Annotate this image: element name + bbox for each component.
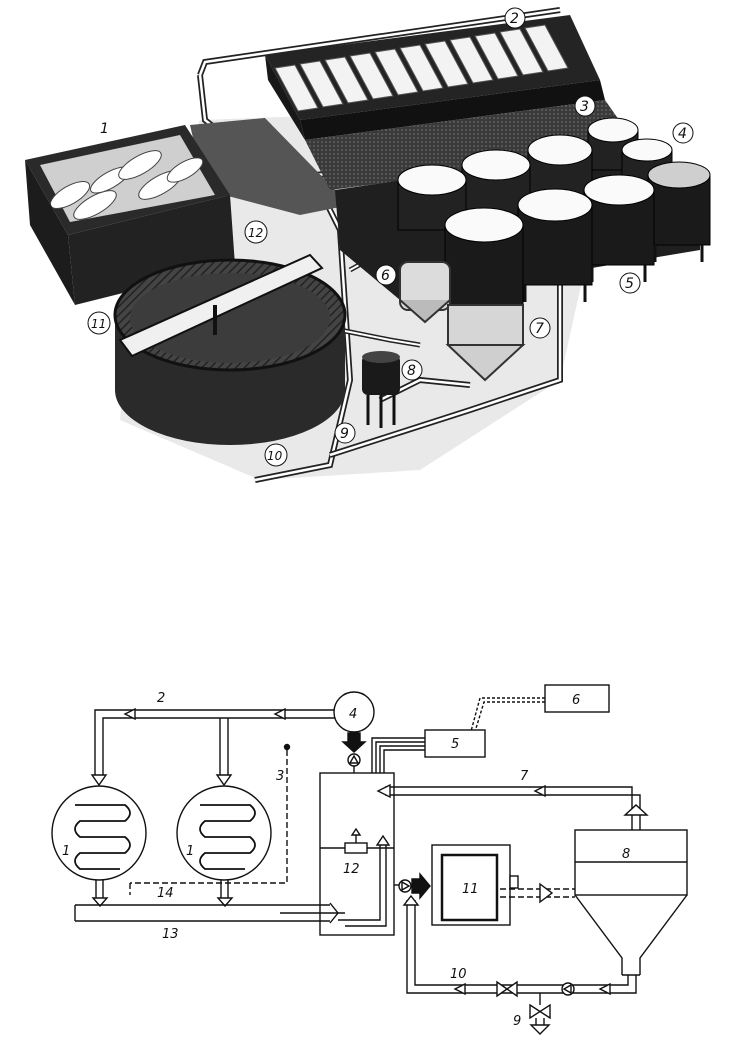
pipe-7: [378, 785, 647, 830]
label-11: 11: [462, 882, 479, 897]
label-8: 8: [622, 847, 630, 862]
callout-6: 6: [381, 268, 390, 284]
plant-schematic-diagram: 1 1 2 3 4 5 6 7 8 9 10 11 12 13 14: [0, 660, 735, 1041]
label-9: 9: [513, 1014, 521, 1029]
unit-8-hopper: [575, 830, 687, 975]
label-14: 14: [157, 886, 174, 901]
label-10: 10: [450, 967, 467, 982]
feed-tank-to-11: [394, 874, 430, 898]
callout-5: 5: [625, 276, 634, 292]
label-12: 12: [343, 862, 360, 877]
label-4: 4: [349, 707, 357, 722]
callout-3: 3: [580, 99, 589, 115]
label-3: 3: [276, 769, 284, 784]
label-13: 13: [162, 927, 179, 942]
callout-7: 7: [535, 321, 544, 337]
point-3: [285, 745, 290, 750]
callout-2: 2: [510, 11, 519, 27]
label-2: 2: [157, 691, 165, 706]
callout-4: 4: [678, 126, 687, 142]
label-1-right: 1: [186, 844, 194, 859]
links-5-to-tank: [372, 738, 425, 775]
unit-11-round-basin: [115, 255, 345, 445]
valve-9: [530, 993, 550, 1034]
callout-12: 12: [248, 226, 263, 240]
label-6: 6: [572, 693, 580, 708]
plant-perspective-illustration: 1 2 3 4 5 6 7 8 9 10 11 12: [0, 0, 735, 500]
label-5: 5: [451, 737, 459, 752]
callout-11: 11: [91, 317, 106, 331]
callout-1: 1: [100, 121, 109, 137]
label-7: 7: [520, 769, 529, 784]
callout-8: 8: [407, 363, 416, 379]
pipe-2: [92, 709, 335, 785]
label-1-left: 1: [62, 844, 70, 859]
feed-4-to-tank: [343, 733, 365, 773]
unit-11-box: [432, 845, 575, 925]
callout-9: 9: [340, 426, 349, 442]
callout-10: 10: [267, 449, 283, 463]
unit-8-pump: [362, 351, 400, 428]
